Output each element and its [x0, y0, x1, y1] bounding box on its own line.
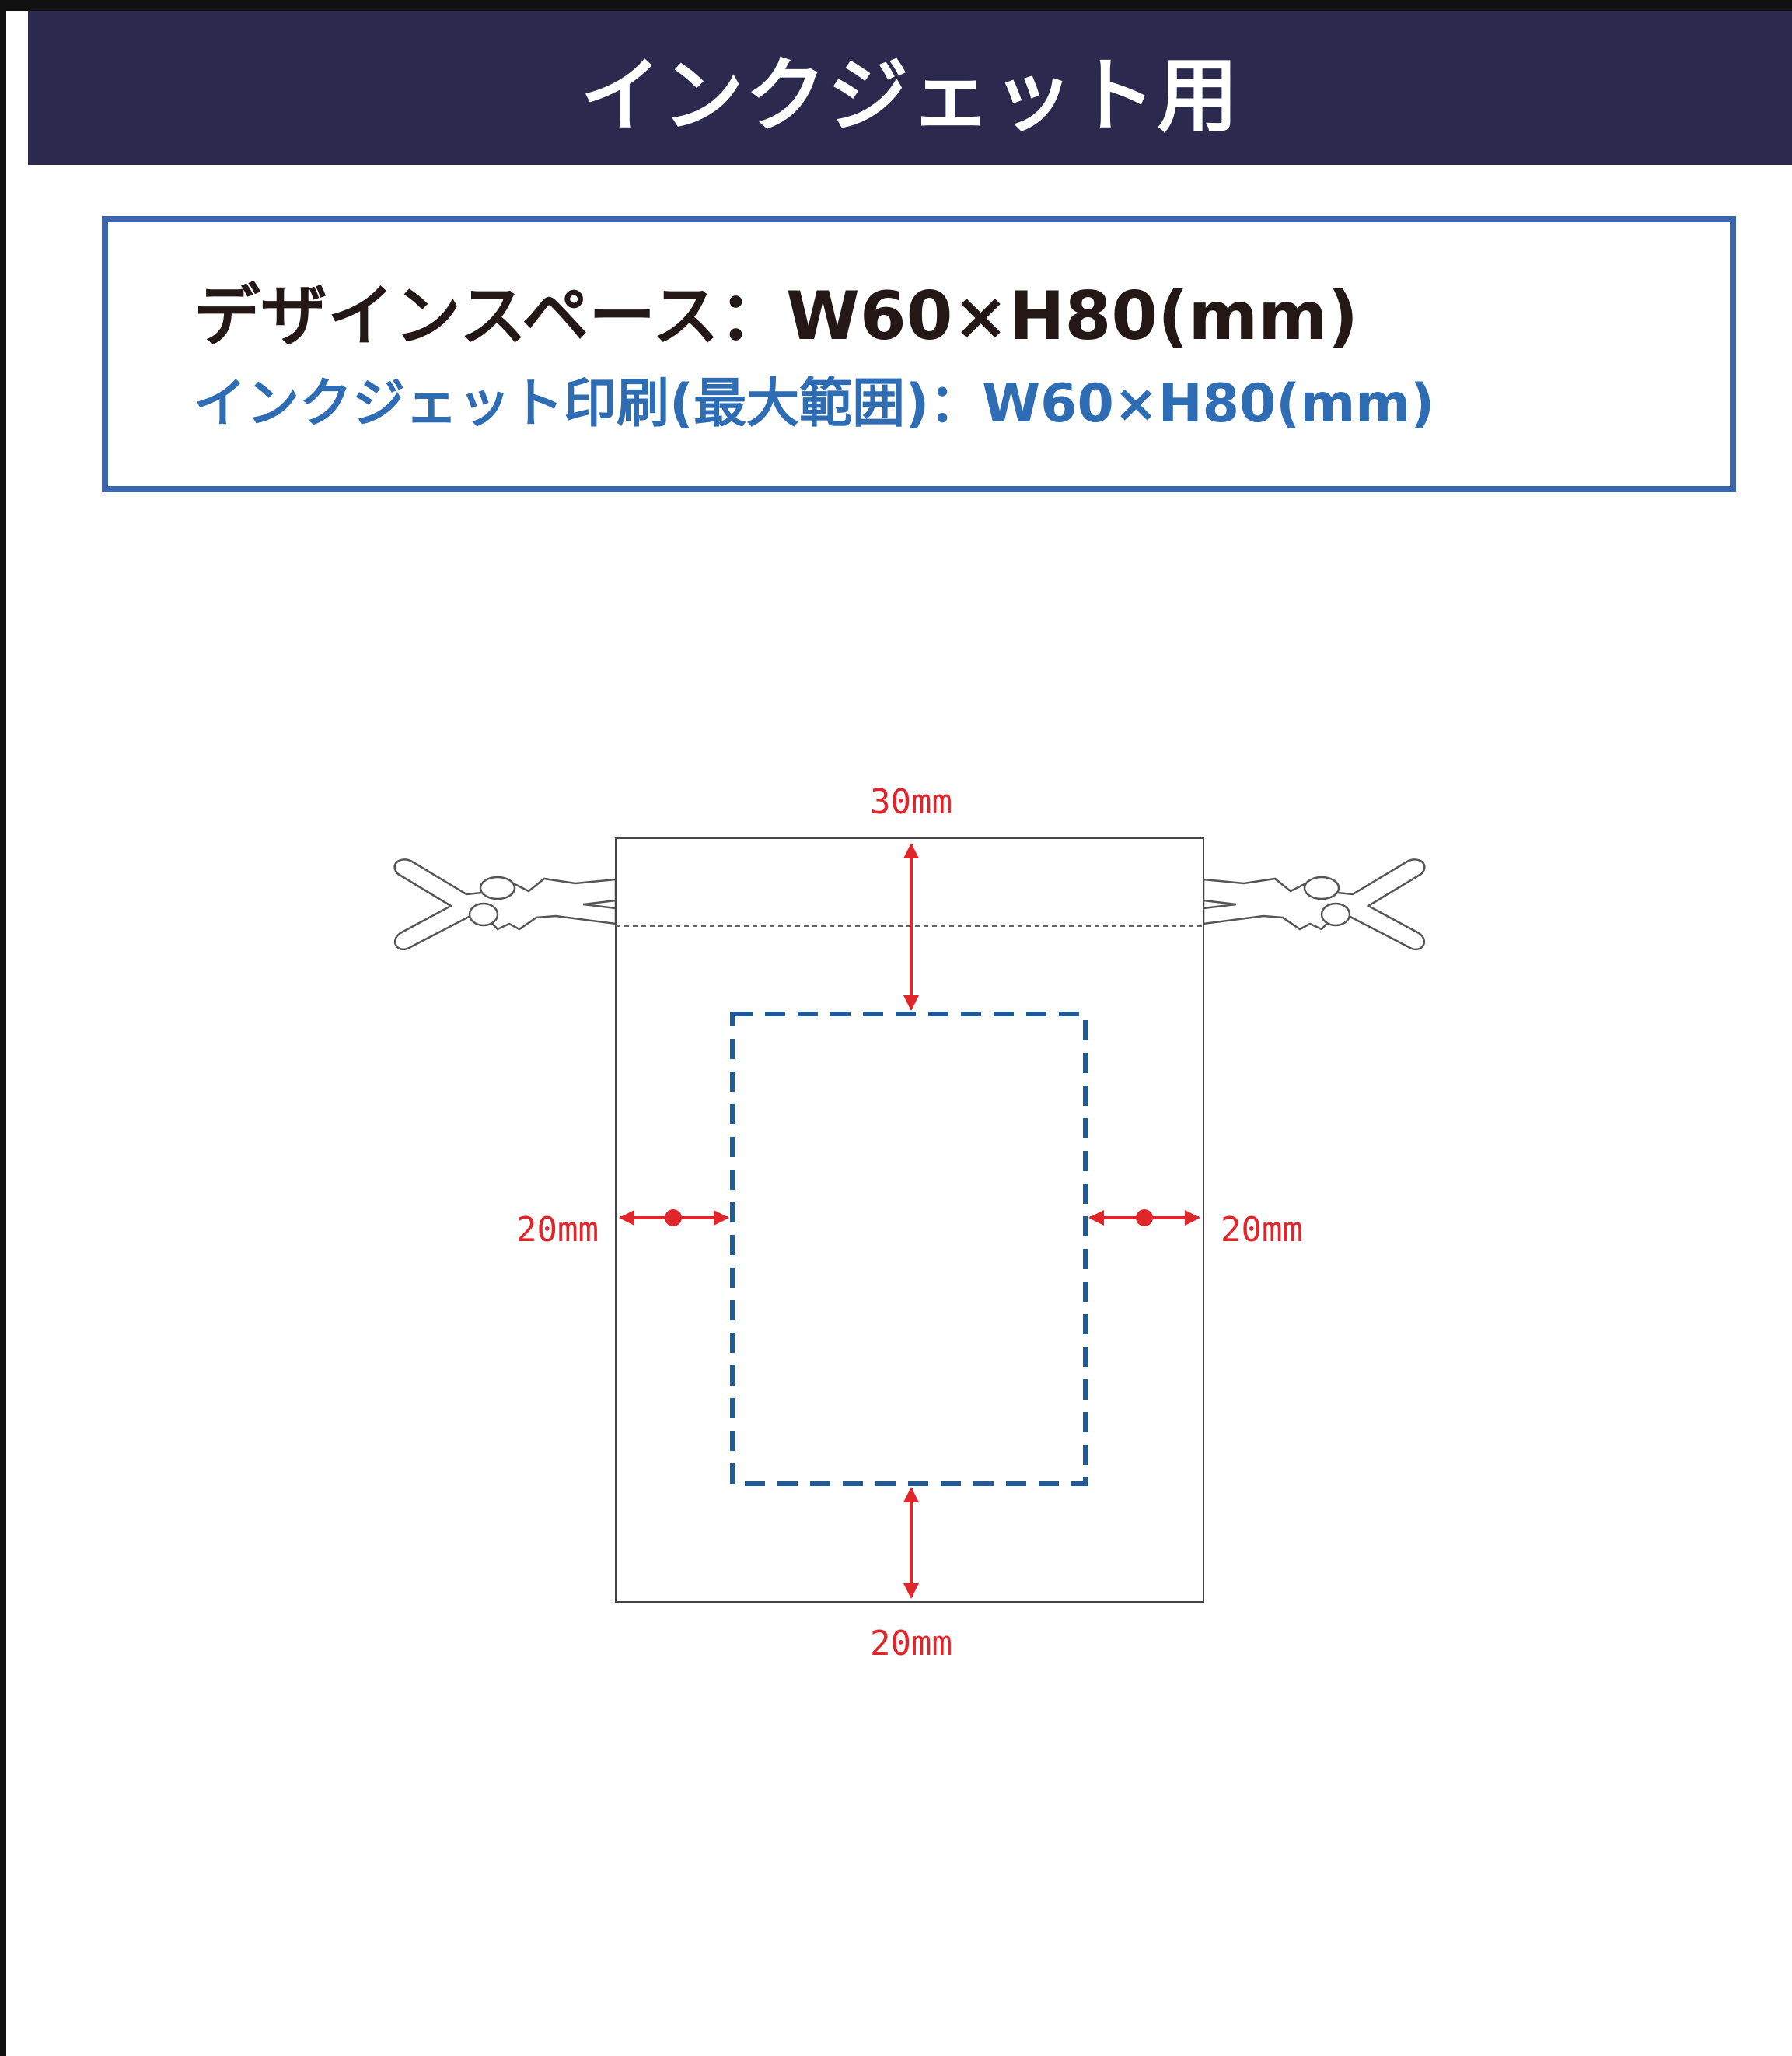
bottom-margin-label: 20mm — [870, 1624, 952, 1663]
top-margin-label: 30mm — [870, 782, 952, 822]
left-margin-label: 20mm — [516, 1210, 599, 1250]
header-banner: インクジェット用 — [28, 11, 1792, 165]
left-margin-arrow — [619, 1209, 729, 1226]
left-drawstring — [393, 858, 617, 951]
inkjet-range-text: インクジェット印刷(最大範囲)：W60×H80(mm) — [194, 373, 1435, 435]
print-area — [730, 1012, 1088, 1486]
header-title: インクジェット用 — [580, 47, 1240, 143]
right-margin-label: 20mm — [1221, 1210, 1303, 1250]
right-margin-arrow — [1088, 1209, 1200, 1226]
design-space-text: デザインスペース：W60×H80(mm) — [194, 278, 1359, 355]
spec-box: デザインスペース：W60×H80(mm) インクジェット印刷(最大範囲)：W60… — [102, 216, 1736, 492]
right-drawstring — [1202, 858, 1426, 951]
